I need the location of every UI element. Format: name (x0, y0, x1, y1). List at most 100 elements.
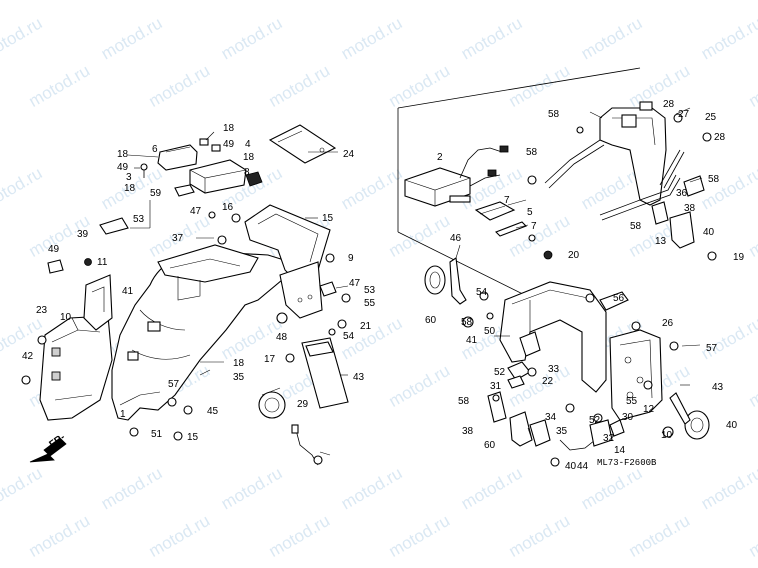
callout-19: 37 (172, 233, 184, 244)
callout-28: 28 (714, 132, 726, 143)
callout-56: 23 (36, 305, 48, 316)
callout-10: 40 (726, 420, 738, 431)
rear-frame-bracket (499, 281, 663, 421)
callout-10: 60 (425, 315, 437, 326)
reflectors (424, 257, 710, 440)
callout-6: 6 (152, 144, 158, 155)
callout-46: 9 (348, 253, 354, 264)
watermark-text: motod.ru (698, 163, 758, 213)
watermark-text: motod.ru (385, 361, 453, 411)
callout-49: 49 (223, 139, 235, 150)
diagram-code: ML73-F2600B (597, 458, 657, 468)
callout-55: 12 (643, 404, 655, 415)
callout-18: 35 (233, 372, 245, 383)
callout-43: 1 (120, 409, 126, 420)
callout-39: 39 (77, 229, 89, 240)
callout-37: 49 (48, 244, 60, 255)
watermark-text: motod.ru (338, 13, 406, 63)
callout-54: 56 (613, 293, 625, 304)
callout-18: 18 (124, 183, 136, 194)
license-plate-panel (301, 337, 349, 409)
watermark-text: motod.ru (505, 511, 573, 561)
watermark-text: motod.ru (0, 163, 45, 213)
callout-45: 29 (297, 399, 309, 410)
watermark-text: motod.ru (385, 61, 453, 111)
watermark-text: motod.ru (505, 61, 573, 111)
watermark-text: motod.ru (625, 511, 693, 561)
callout-60: 58 (461, 317, 473, 328)
callout-7: 7 (504, 195, 510, 206)
watermark-text: motod.ru (265, 61, 333, 111)
callout-60: 10 (661, 430, 673, 441)
callout-33: 31 (490, 381, 502, 392)
callout-5: 5 (527, 207, 533, 218)
watermark-text: motod.ru (745, 211, 758, 261)
callout-16: 15 (322, 213, 334, 224)
callout-13: 40 (703, 227, 715, 238)
callout-20: 41 (122, 286, 134, 297)
callout-51: 15 (187, 432, 199, 443)
watermark-text: motod.ru (145, 61, 213, 111)
watermark-text: motod.ru (458, 463, 526, 513)
callout-18: 18 (243, 152, 255, 163)
callout-15: 58 (630, 221, 642, 232)
callout-47: 16 (222, 202, 234, 213)
callout-50: 48 (276, 332, 288, 343)
turn-signal-parts (487, 331, 625, 451)
watermark-text: motod.ru (98, 463, 166, 513)
callout-43: 57 (168, 379, 180, 390)
grab-rail-bracket (544, 101, 712, 249)
callout-42: 17 (264, 354, 276, 365)
callout-17: 18 (233, 358, 245, 369)
callout-59: 59 (150, 188, 162, 199)
callout-32: 30 (622, 412, 634, 423)
callout-41: 54 (476, 287, 488, 298)
callout-1: 51 (151, 429, 163, 440)
hardware-bolts (21, 211, 351, 441)
callout-35: 52 (494, 367, 506, 378)
callout-27: 27 (678, 109, 690, 120)
watermark-text: motod.ru (25, 61, 93, 111)
rear-fender (39, 217, 302, 421)
callout-58: 13 (655, 236, 667, 247)
callout-57: 45 (207, 406, 219, 417)
callout-38: 38 (684, 203, 696, 214)
watermark-text: motod.ru (505, 211, 573, 261)
callout-52: 33 (548, 364, 560, 375)
callout-40: 44 (577, 461, 589, 472)
callout-48: 21 (360, 321, 372, 332)
watermark-text: motod.ru (698, 463, 758, 513)
right-hardware (462, 126, 717, 467)
callout-58: 34 (545, 412, 557, 423)
watermark-text: motod.ru (578, 13, 646, 63)
watermark-text: motod.ru (0, 463, 45, 513)
watermark-text: motod.ru (0, 13, 45, 63)
callout-4: 4 (245, 139, 251, 150)
callout-58: 50 (484, 326, 496, 337)
callout-57: 42 (22, 351, 34, 362)
callout-41: 57 (706, 343, 718, 354)
callout-9: 47 (349, 278, 361, 289)
callout-23: 10 (60, 312, 72, 323)
watermark-text: motod.ru (745, 61, 758, 111)
callout-14: 60 (484, 440, 496, 451)
callout-21: 54 (343, 331, 355, 342)
watermark-text: motod.ru (98, 13, 166, 63)
callout-22: 43 (353, 372, 365, 383)
watermark-text: motod.ru (745, 361, 758, 411)
callout-31: 22 (542, 376, 554, 387)
callout-7: 7 (531, 221, 537, 232)
callout-25: 25 (705, 112, 717, 123)
watermark-text: motod.ru (218, 13, 286, 63)
watermark-text: motod.ru (265, 511, 333, 561)
watermark-text: motod.ru (385, 211, 453, 261)
callout-55: 20 (568, 250, 580, 261)
watermark-text: motod.ru (338, 163, 406, 213)
callout-8: 8 (244, 167, 250, 178)
leader-lines (71, 107, 703, 456)
callout-53: 47 (190, 206, 202, 217)
tail-light-relay-group (140, 124, 337, 197)
watermark-text: motod.ru (458, 13, 526, 63)
watermark-text: motod.ru (698, 13, 758, 63)
